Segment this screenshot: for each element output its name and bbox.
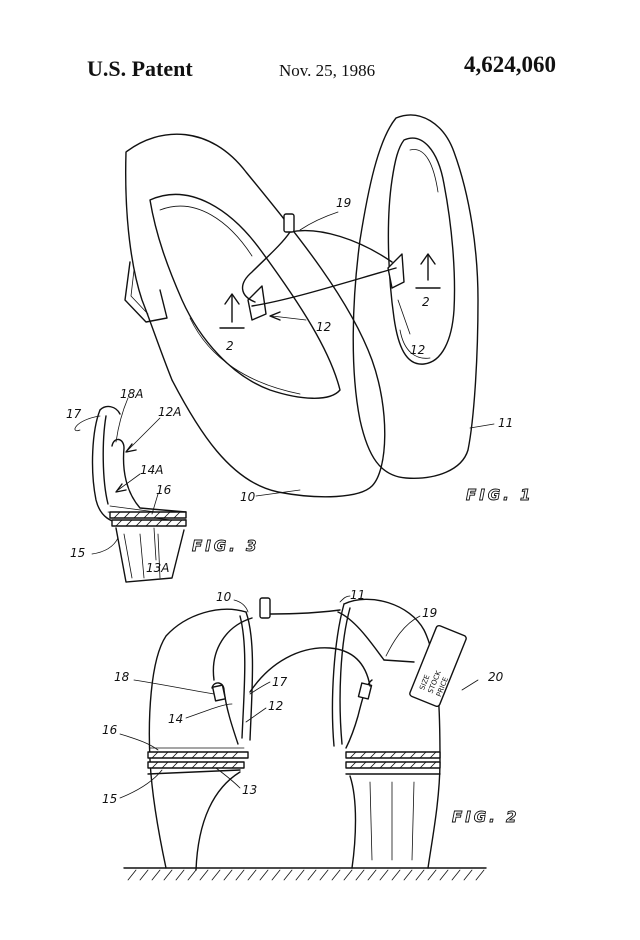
fig2-label-20: 20: [488, 670, 504, 684]
fig3-leader-15: [91, 537, 119, 555]
fig1-label-10: 10: [240, 490, 256, 504]
fig3-label-13a: 13A: [146, 561, 169, 575]
price-tag-20: SIZE STOCK PRICE: [383, 624, 467, 708]
fig2-leader-17: [249, 681, 271, 695]
fig1-section-mark-left: 2: [226, 339, 234, 353]
fig1-leader-10: [255, 489, 301, 497]
fig2-leader-14: [185, 703, 233, 719]
fig1-leader-12b: [397, 299, 411, 335]
shoe-left-10: [124, 133, 386, 498]
fig1-label-19: 19: [336, 196, 351, 210]
fig1-drawing: 19 12 12 11 10 2 2 FIG. 1: [124, 114, 534, 504]
fig2-leader-13: [215, 767, 241, 789]
fig1-label-12a: 12: [316, 320, 331, 334]
fig2-leader-16: [119, 733, 159, 751]
fig1-leader-11: [469, 423, 495, 429]
fig3-label-16: 16: [156, 483, 172, 497]
fig2-leader-11: [339, 595, 351, 603]
fig3-label-17: 17: [66, 407, 82, 421]
fig2-floor: [123, 867, 487, 881]
shoe-right-11: [352, 114, 479, 479]
fig3-drawing: 18A 12A 17 14A 16 15 13A FIG. 3: [66, 387, 260, 583]
fig2-label-14: 14: [168, 712, 183, 726]
fig2-label-12: 12: [268, 699, 283, 713]
fig1-leader-19: [299, 211, 339, 231]
fig2-label-13: 13: [242, 783, 257, 797]
fig2-connector-strand-19: [212, 597, 385, 693]
fig2-label-17: 17: [272, 675, 288, 689]
fig2-label-16: 16: [102, 723, 118, 737]
fig2-shoe-section-right: [331, 598, 441, 869]
patent-label: U.S. Patent: [87, 56, 193, 81]
fig2-label-11: 11: [350, 588, 365, 602]
fig3-label-18a: 18A: [120, 387, 143, 401]
fig2-drawing: SIZE STOCK PRICE 10 11 19 18 17 20 14 12: [102, 588, 520, 881]
fig3-leader-17: [74, 415, 101, 432]
fig3-leader-13a: [153, 527, 157, 561]
fig3-leader-16: [151, 493, 159, 515]
fig2-label-19: 19: [422, 606, 437, 620]
fig1-section-mark-right: 2: [422, 295, 430, 309]
fig3-leader-14a-arrowhead: [115, 483, 127, 493]
patent-header: U.S. Patent Nov. 25, 1986 4,624,060: [0, 0, 640, 100]
fig2-shoe-section-left: [147, 608, 254, 871]
fig2-leader-18: [133, 679, 215, 695]
fig3-leader-12a-arrowhead: [125, 443, 137, 453]
fig2-label-18: 18: [114, 670, 130, 684]
fig2-label-15: 15: [102, 792, 117, 806]
patent-number: 4,624,060: [464, 52, 556, 77]
fig3-caption: FIG. 3: [192, 537, 260, 555]
connector-strand-19: [241, 213, 397, 307]
fig3-leader-14a: [117, 473, 141, 491]
fig1-leader-12a-arrowhead: [269, 311, 281, 321]
patent-date: Nov. 25, 1986: [279, 61, 376, 80]
fig2-leader-19: [385, 615, 421, 657]
fig3-label-12a: 12A: [158, 405, 181, 419]
fig1-label-12b: 12: [410, 343, 425, 357]
fig1-leader-12a: [271, 315, 307, 321]
fig1-caption: FIG. 1: [466, 486, 534, 504]
fig3-leader-12a: [127, 417, 161, 451]
fig3-leader-18a: [115, 397, 129, 443]
fig2-label-10: 10: [216, 590, 232, 604]
fig2-leader-12: [245, 707, 267, 723]
fig2-leader-15: [119, 769, 163, 799]
fig2-leader-20: [461, 679, 479, 691]
fig2-caption: FIG. 2: [452, 808, 520, 826]
fig3-label-15: 15: [70, 546, 85, 560]
fig1-label-11: 11: [498, 416, 513, 430]
fig2-leader-10: [233, 599, 249, 613]
fig3-label-14a: 14A: [140, 463, 163, 477]
